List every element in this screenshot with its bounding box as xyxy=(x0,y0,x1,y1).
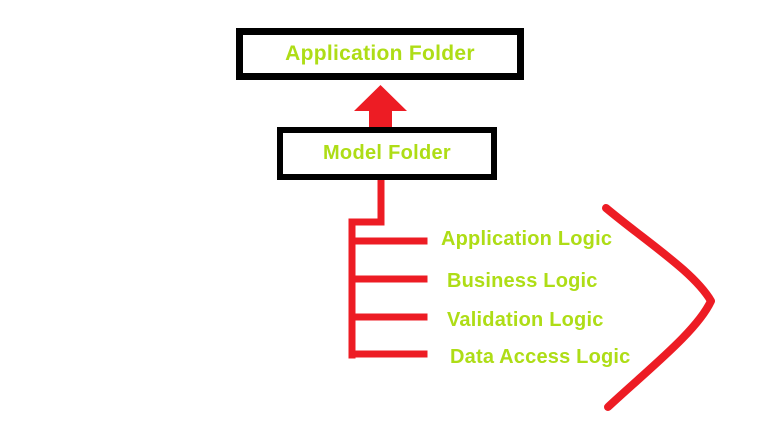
branch-label-application-logic: Application Logic xyxy=(441,228,613,250)
branch-label-data-access-logic: Data Access Logic xyxy=(450,346,631,368)
node-model-folder[interactable]: Model Folder xyxy=(277,127,497,180)
node-application-folder[interactable]: Application Folder xyxy=(236,28,524,80)
right-curly-brace-icon xyxy=(602,204,715,411)
tree-connector xyxy=(348,176,385,359)
node-model-folder-label: Model Folder xyxy=(322,142,452,164)
up-arrow-icon xyxy=(354,85,407,131)
branch-label-validation-logic: Validation Logic xyxy=(447,309,604,331)
node-application-folder-label: Application Folder xyxy=(285,42,475,65)
branch-label-business-logic: Business Logic xyxy=(447,270,598,292)
